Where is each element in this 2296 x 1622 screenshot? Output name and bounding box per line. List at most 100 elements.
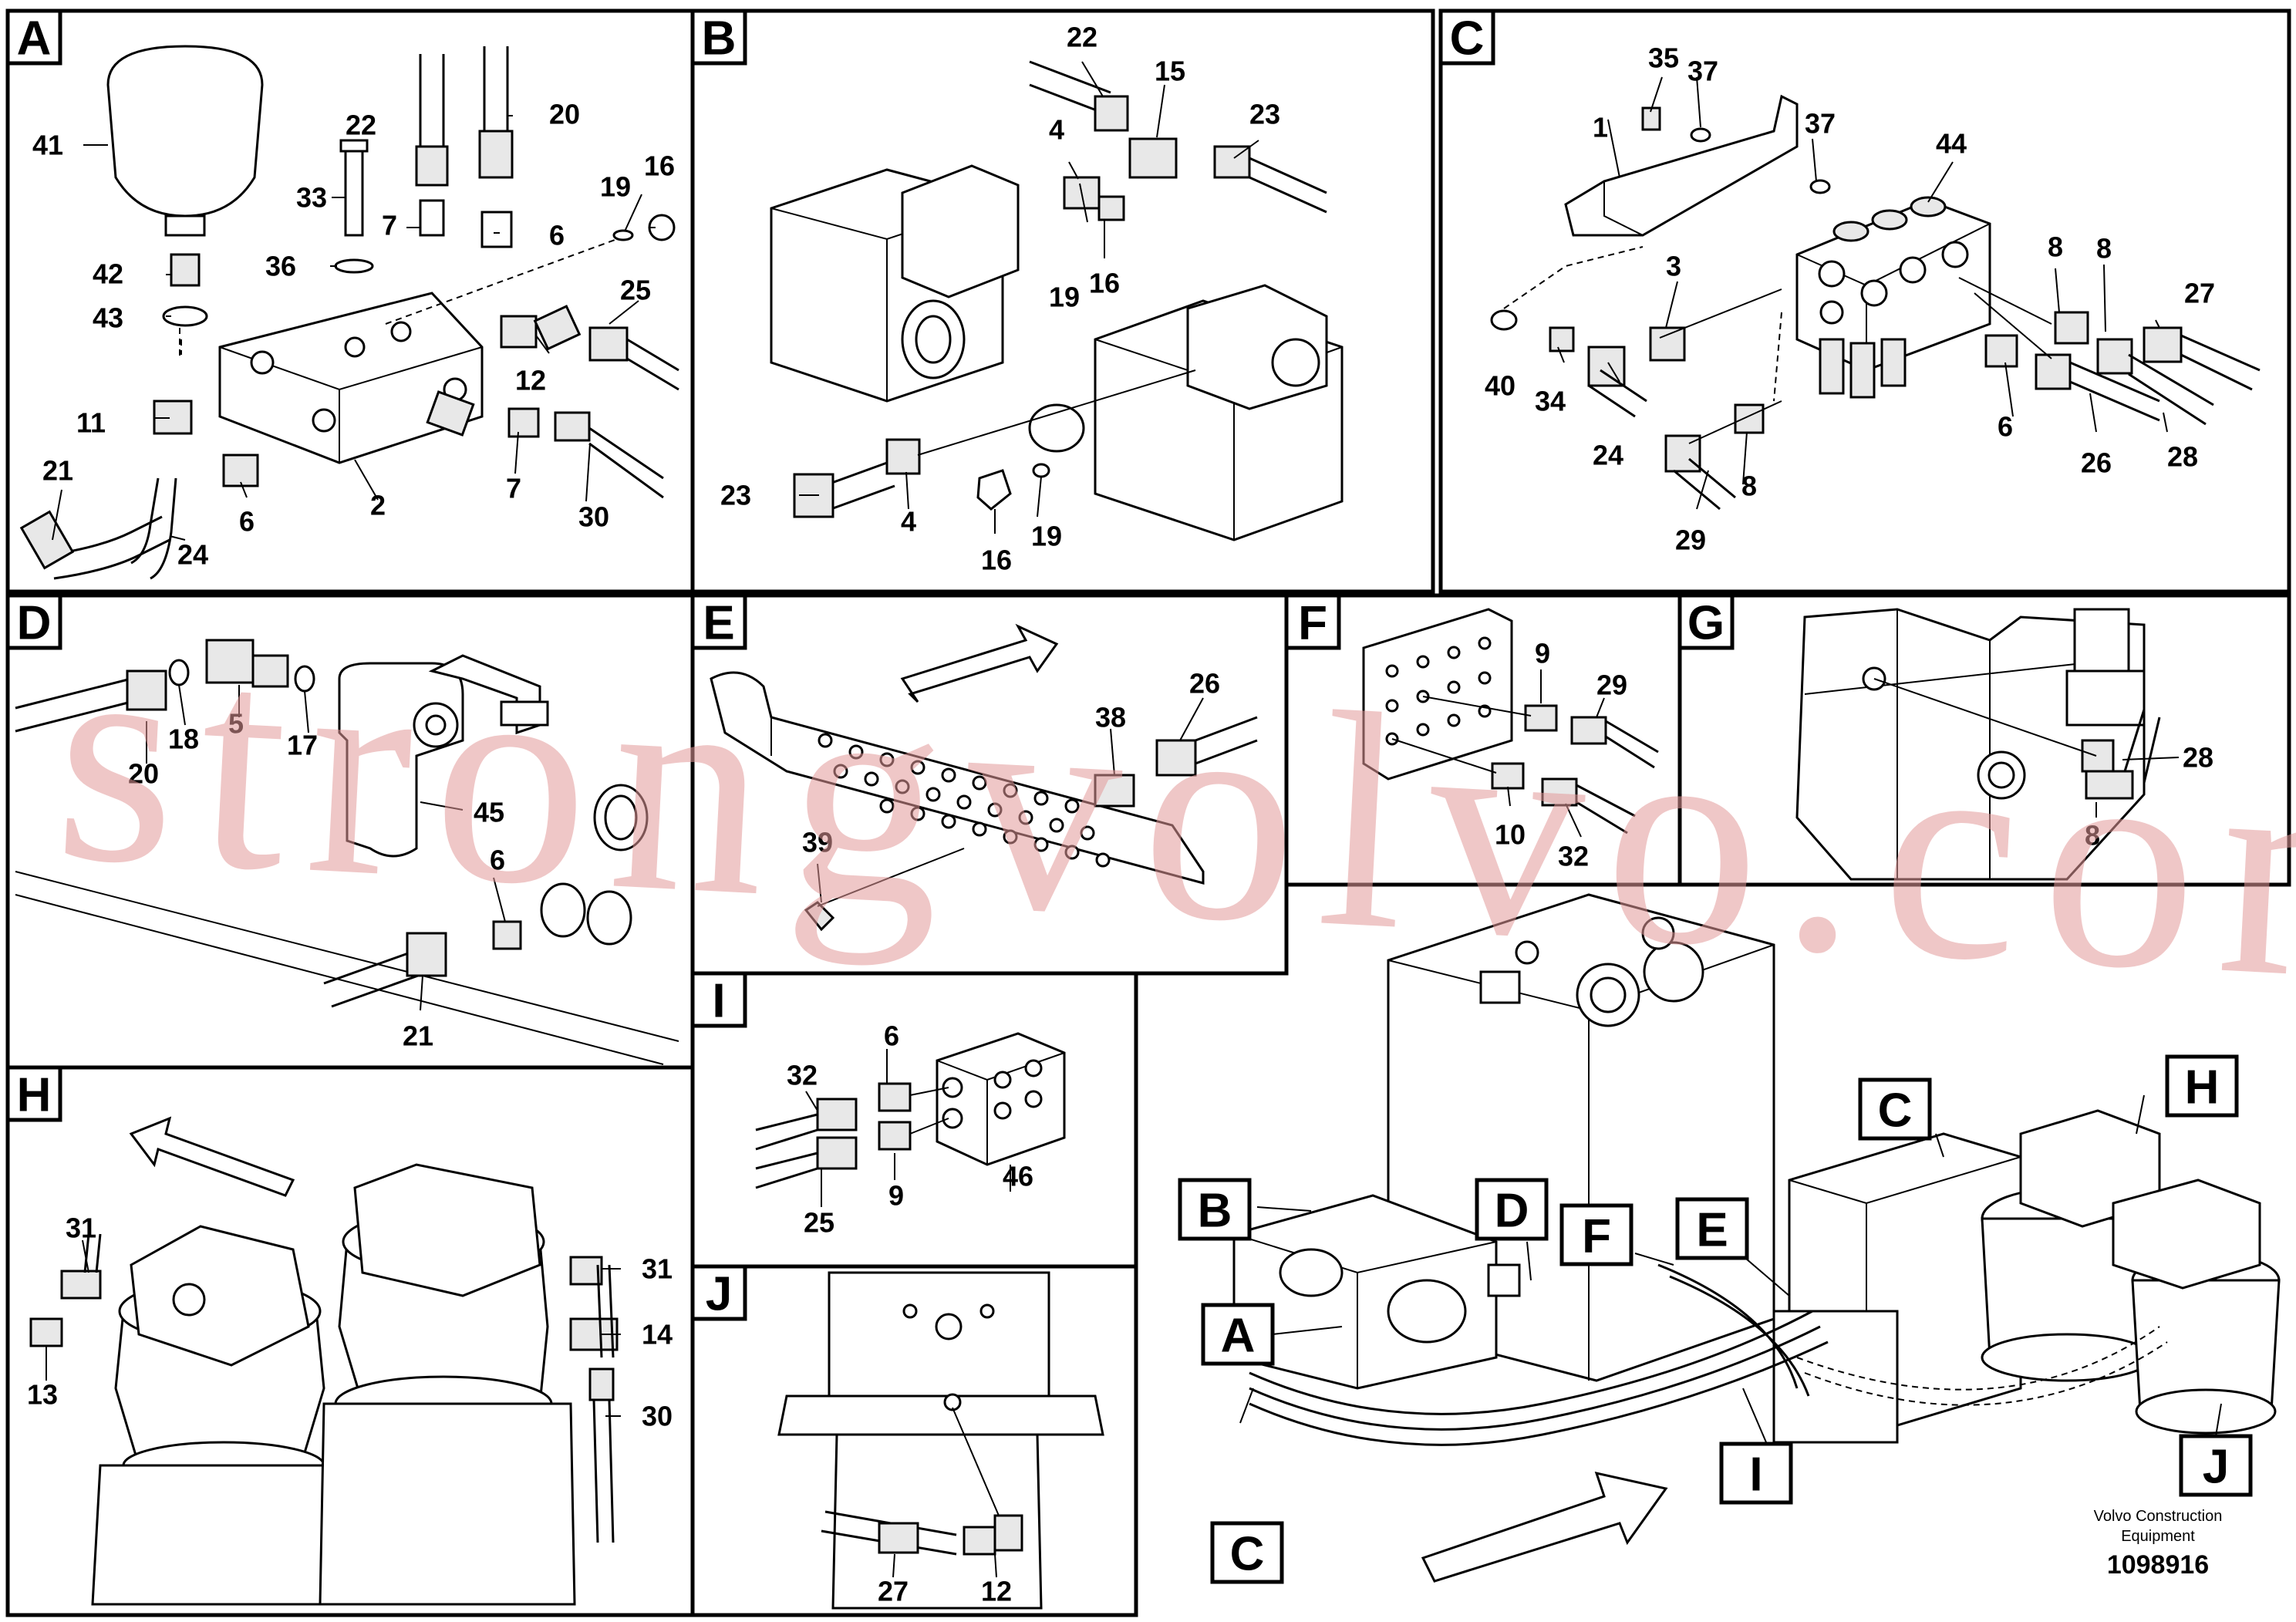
callout-43: 43 xyxy=(93,302,123,334)
panel-tags: A B C D E F G H I J xyxy=(5,8,1735,1321)
callout-15: 15 xyxy=(1155,56,1185,87)
callout-11: 11 xyxy=(76,407,106,439)
callout-26: 26 xyxy=(1189,668,1220,700)
callout-17: 17 xyxy=(287,730,318,761)
direction-arrow xyxy=(1421,1471,1668,1583)
panel-b: 22 15 23 4 19 16 23 4 16 19 xyxy=(720,22,1344,576)
drawing-number: 1098916 xyxy=(2107,1550,2209,1580)
panel-g: 28 8 xyxy=(1795,608,2213,881)
overview-tag-f: F xyxy=(1582,1210,1611,1263)
overview-tag-h: H xyxy=(2185,1061,2220,1114)
callout-36: 36 xyxy=(265,251,296,282)
callout-34: 34 xyxy=(1535,386,1566,417)
callout-33: 33 xyxy=(296,182,327,214)
callout-4-bottom: 4 xyxy=(901,506,916,538)
callout-9: 9 xyxy=(888,1180,904,1212)
callout-21: 21 xyxy=(403,1020,433,1052)
callout-7-upper: 7 xyxy=(382,210,397,241)
panel-d: 20 18 5 17 45 6 21 xyxy=(15,639,679,1065)
overview-tag-j: J xyxy=(2203,1441,2229,1494)
overview-tag-c-right: C xyxy=(1878,1084,1913,1138)
callout-20: 20 xyxy=(549,99,580,130)
callout-10: 10 xyxy=(1495,819,1526,851)
callout-8-a: 8 xyxy=(2048,231,2063,263)
callout-27: 27 xyxy=(2184,278,2215,309)
callout-5: 5 xyxy=(228,708,244,740)
overview-tag-a: A xyxy=(1221,1310,1256,1363)
company-line-2: Equipment xyxy=(2121,1528,2195,1545)
callout-39: 39 xyxy=(802,827,833,858)
callout-46: 46 xyxy=(1003,1161,1033,1192)
callout-37-top: 37 xyxy=(1687,56,1718,87)
panel-h-tag: H xyxy=(17,1069,52,1122)
callout-22: 22 xyxy=(1067,22,1097,53)
callout-16-bottom: 16 xyxy=(981,545,1012,576)
callout-1: 1 xyxy=(1593,112,1608,143)
callout-32: 32 xyxy=(1558,841,1589,872)
panel-frames xyxy=(5,8,2291,1617)
bar-holes xyxy=(818,733,1111,868)
overview-tag-b: B xyxy=(1198,1185,1232,1238)
callout-31-left: 31 xyxy=(66,1212,96,1244)
callout-38: 38 xyxy=(1095,702,1126,733)
panel-a: 41 33 22 20 16 19 7 6 36 42 43 25 12 11 … xyxy=(19,45,679,580)
callout-24: 24 xyxy=(1593,440,1623,471)
callout-25: 25 xyxy=(804,1207,834,1239)
callout-9: 9 xyxy=(1535,638,1550,669)
callout-27: 27 xyxy=(878,1576,909,1607)
callout-7-lower: 7 xyxy=(506,473,521,504)
callout-32: 32 xyxy=(787,1060,818,1091)
callout-28: 28 xyxy=(2183,742,2213,774)
callout-24: 24 xyxy=(177,539,208,571)
panel-c-tag: C xyxy=(1450,12,1485,66)
callout-30: 30 xyxy=(578,501,609,533)
callout-21: 21 xyxy=(42,455,73,487)
callout-14: 14 xyxy=(642,1319,673,1351)
panel-a-tag: A xyxy=(17,12,52,66)
overview-tag-d: D xyxy=(1495,1185,1529,1238)
callout-13: 13 xyxy=(27,1379,58,1411)
panel-b-tag: B xyxy=(702,12,737,66)
callout-40: 40 xyxy=(1485,370,1515,402)
panel-i-tag: I xyxy=(712,975,725,1028)
callout-8-c: 8 xyxy=(1741,470,1757,502)
callout-12: 12 xyxy=(515,365,546,396)
callout-42: 42 xyxy=(93,258,123,290)
callout-16: 16 xyxy=(644,150,675,182)
callout-12: 12 xyxy=(981,1576,1012,1607)
overview-tag-c-left: C xyxy=(1230,1528,1265,1581)
callout-8-b: 8 xyxy=(2096,233,2112,265)
panel-h: 31 13 31 14 30 xyxy=(27,1116,673,1606)
callout-6: 6 xyxy=(884,1020,899,1052)
callout-19-bottom: 19 xyxy=(1031,521,1062,552)
direction-arrow xyxy=(129,1116,295,1197)
callout-25: 25 xyxy=(620,275,651,306)
callout-16-top: 16 xyxy=(1089,268,1120,299)
callout-35: 35 xyxy=(1648,42,1679,74)
callout-29: 29 xyxy=(1596,669,1627,701)
callout-19-top: 19 xyxy=(1049,282,1080,313)
panel-d-tag: D xyxy=(17,597,52,650)
panel-e-tag: E xyxy=(703,597,734,650)
callout-37-right: 37 xyxy=(1805,108,1836,140)
callout-8: 8 xyxy=(2085,820,2100,851)
panel-j-tag: J xyxy=(706,1268,732,1321)
callout-18: 18 xyxy=(168,723,199,755)
callout-19: 19 xyxy=(600,171,631,203)
panel-f-tag: F xyxy=(1298,597,1327,650)
callout-30: 30 xyxy=(642,1401,673,1432)
panel-f: 9 29 10 32 xyxy=(1362,608,1659,872)
panel-g-tag: G xyxy=(1687,597,1725,650)
overview-tag-i: I xyxy=(1749,1448,1762,1502)
callout-2: 2 xyxy=(370,490,386,521)
callout-45: 45 xyxy=(474,797,504,828)
callout-29: 29 xyxy=(1675,524,1706,556)
callout-3: 3 xyxy=(1666,251,1681,282)
panel-j: 27 12 xyxy=(777,1271,1104,1610)
footer: Volvo Construction Equipment 1098916 xyxy=(2094,1508,2223,1580)
callout-28: 28 xyxy=(2167,441,2198,473)
panel-i: 32 6 25 9 46 xyxy=(755,1020,1066,1239)
callout-20: 20 xyxy=(128,758,159,790)
callout-41: 41 xyxy=(32,130,63,161)
